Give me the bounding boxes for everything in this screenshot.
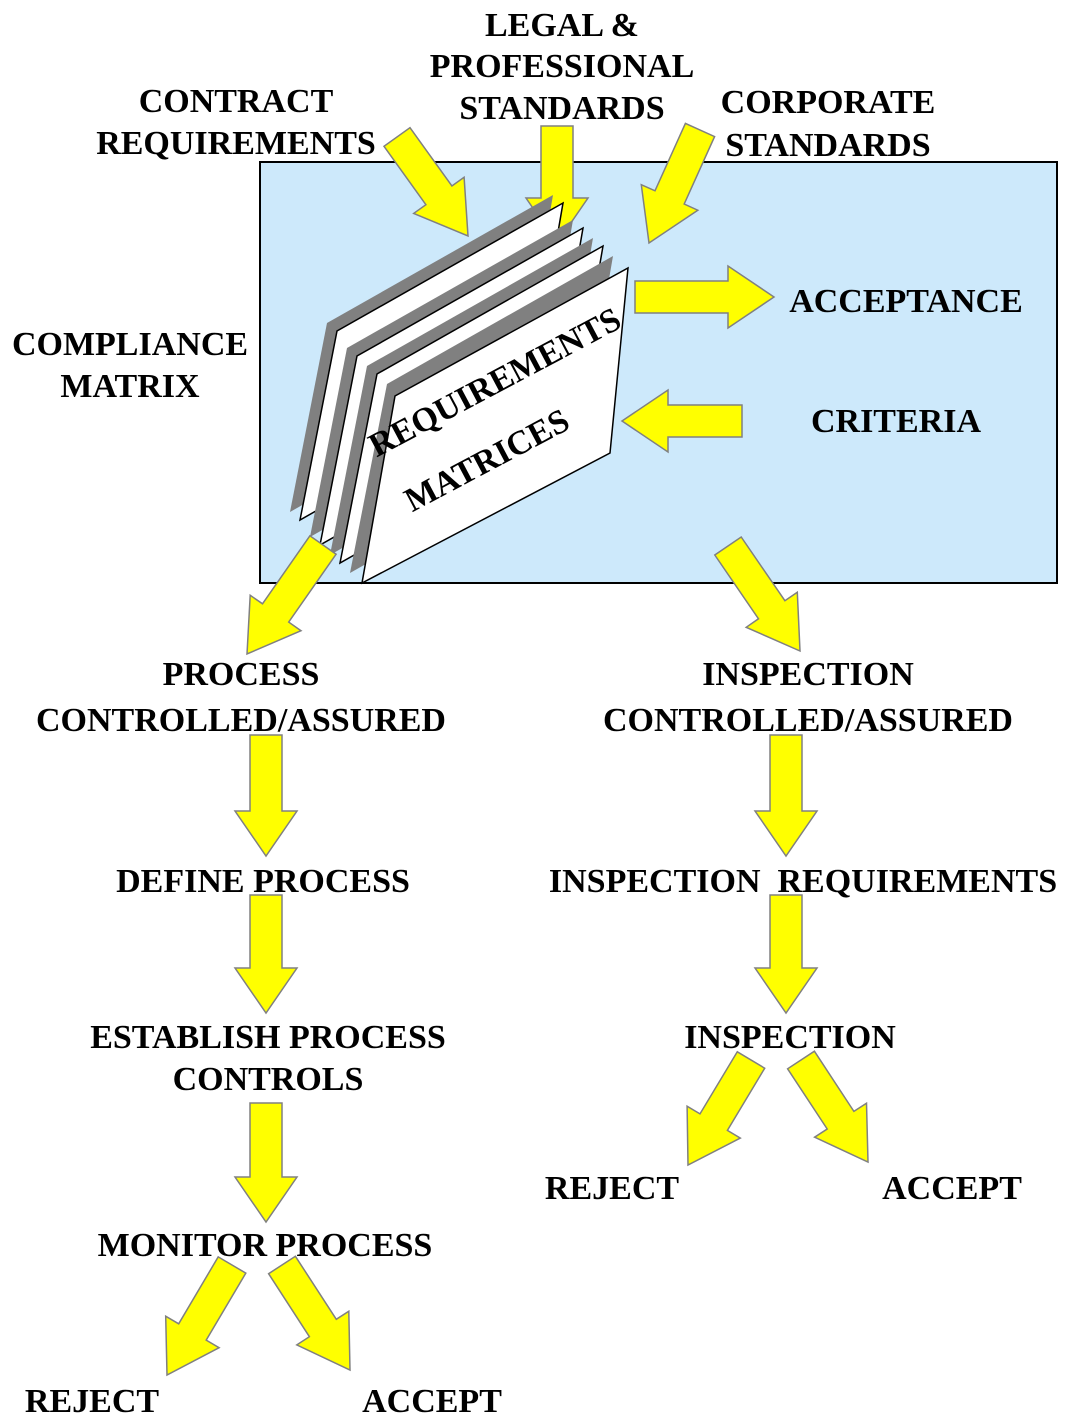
arrow-process-2 <box>233 894 299 1015</box>
arrow-inspection-reject <box>686 1050 766 1167</box>
arrow-to-inspection <box>713 535 801 653</box>
label-corporate-2: STANDARDS <box>725 127 930 164</box>
label-criteria: CRITERIA <box>811 403 981 440</box>
matrices-stack: REQUIREMENTS MATRICES <box>290 195 629 585</box>
label-establish-1: ESTABLISH PROCESS <box>90 1019 446 1056</box>
label-process-accept: ACCEPT <box>362 1383 502 1420</box>
arrow-contract-in <box>382 126 469 238</box>
arrow-inspection-accept <box>786 1050 869 1164</box>
arrow-to-process <box>246 534 338 656</box>
label-process-reject: REJECT <box>25 1383 159 1420</box>
label-inspection-accept: ACCEPT <box>882 1170 1022 1207</box>
arrow-criteria-in <box>620 388 743 454</box>
label-inspection-header-2: CONTROLLED/ASSURED <box>603 702 1013 739</box>
label-acceptance: ACCEPTANCE <box>789 283 1023 320</box>
label-legal-1: LEGAL & <box>485 7 639 44</box>
label-inspection: INSPECTION <box>684 1019 896 1056</box>
label-inspection-requirements: INSPECTION REQUIREMENTS <box>549 863 1057 900</box>
arrow-process-3 <box>233 1102 299 1224</box>
arrow-process-accept <box>267 1255 351 1372</box>
label-monitor-process: MONITOR PROCESS <box>98 1227 433 1264</box>
arrow-process-reject <box>164 1255 247 1377</box>
arrow-corporate-in <box>640 122 716 245</box>
arrow-inspection-1 <box>753 734 819 858</box>
label-legal-2: PROFESSIONAL <box>430 48 695 85</box>
page-front <box>360 266 629 585</box>
label-inspection-header-1: INSPECTION <box>702 656 914 693</box>
label-corporate-1: CORPORATE <box>721 84 936 121</box>
label-inspection-reject: REJECT <box>545 1170 679 1207</box>
label-process-header-1: PROCESS <box>163 656 320 693</box>
label-contract-2: REQUIREMENTS <box>96 125 376 162</box>
label-define-process: DEFINE PROCESS <box>116 863 410 900</box>
label-establish-2: CONTROLS <box>173 1061 364 1098</box>
arrow-inspection-2 <box>753 894 819 1015</box>
label-legal-3: STANDARDS <box>459 90 664 127</box>
arrow-acceptance-out <box>634 264 776 330</box>
label-process-header-2: CONTROLLED/ASSURED <box>36 702 446 739</box>
label-compliance-1: COMPLIANCE <box>12 326 248 363</box>
label-contract-1: CONTRACT <box>139 83 334 120</box>
label-compliance-2: MATRIX <box>60 368 200 405</box>
arrow-process-1 <box>233 734 299 858</box>
